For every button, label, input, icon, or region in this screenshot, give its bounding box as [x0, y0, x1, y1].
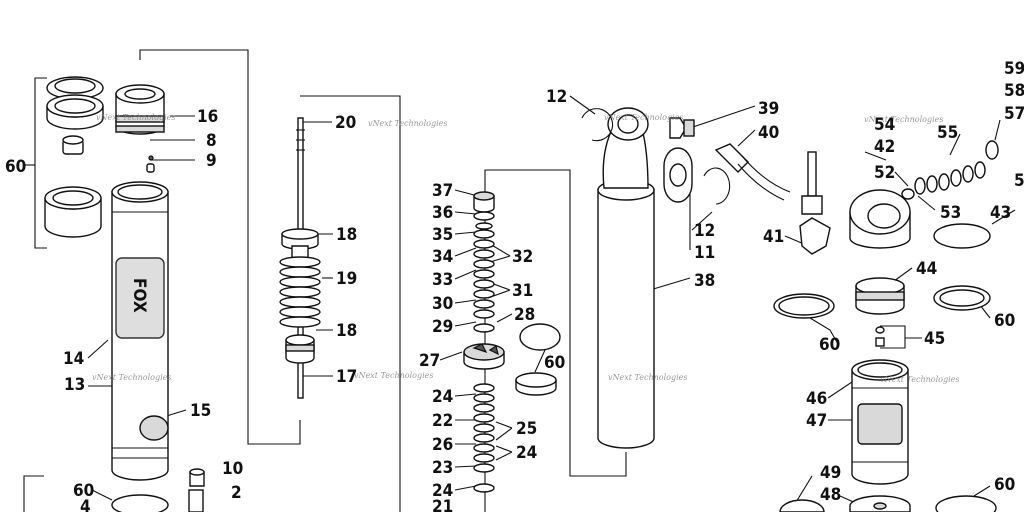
callout-22: 22 — [432, 411, 453, 431]
callout-9: 9 — [206, 151, 217, 171]
svg-text:vNext Technologies: vNext Technologies — [368, 119, 447, 128]
callout-60: 60 — [994, 475, 1015, 495]
callout-18: 18 — [336, 225, 357, 245]
spring — [279, 256, 321, 328]
svg-text:vNext Technologies: vNext Technologies — [864, 115, 943, 124]
callout-29: 29 — [432, 317, 453, 337]
callout-49: 49 — [820, 463, 841, 483]
callout-27: 27 — [419, 351, 440, 371]
callout-54: 54 — [874, 115, 895, 135]
callout-28: 28 — [514, 305, 535, 325]
callout-41: 41 — [763, 227, 784, 247]
callout-31: 31 — [512, 281, 533, 301]
callout-14: 14 — [63, 349, 84, 369]
callout-labels: 60 16 8 9 14 13 15 10 2 60 4 20 18 19 18… — [5, 59, 1024, 512]
callout-11: 11 — [694, 243, 715, 263]
svg-text:vNext Technologies: vNext Technologies — [96, 113, 175, 122]
callout-35: 35 — [432, 225, 453, 245]
callout-5: 5 — [1014, 171, 1024, 191]
callout-25: 25 — [516, 419, 537, 439]
left-assembly: FOX — [44, 76, 205, 512]
callout-20: 20 — [335, 113, 356, 133]
callout-42: 42 — [874, 137, 895, 157]
callout-46: 46 — [806, 389, 827, 409]
callout-60: 60 — [819, 335, 840, 355]
callout-12: 12 — [694, 221, 715, 241]
callout-17: 17 — [336, 367, 357, 387]
callout-53: 53 — [940, 203, 961, 223]
callout-57: 57 — [1004, 104, 1024, 124]
callout-45: 45 — [924, 329, 945, 349]
callout-33: 33 — [432, 270, 453, 290]
callout-24: 24 — [432, 481, 453, 501]
svg-text:vNext Technologies: vNext Technologies — [604, 113, 683, 122]
fox-logo-text: FOX — [129, 278, 149, 313]
svg-text:vNext Technologies: vNext Technologies — [92, 373, 171, 382]
callout-60: 60 — [5, 157, 26, 177]
callout-38: 38 — [694, 271, 715, 291]
callout-18: 18 — [336, 321, 357, 341]
watermarks: vNext Technologies vNext Technologies vN… — [92, 113, 959, 384]
callout-10: 10 — [222, 459, 243, 479]
callout-12: 12 — [546, 87, 567, 107]
callout-34: 34 — [432, 247, 453, 267]
callout-47: 47 — [806, 411, 827, 431]
callout-36: 36 — [432, 203, 453, 223]
callout-30: 30 — [432, 294, 453, 314]
callout-44: 44 — [916, 259, 937, 279]
callout-52: 52 — [874, 163, 895, 183]
valve-stack — [463, 191, 561, 493]
callout-48: 48 — [820, 485, 841, 505]
reservoir-assembly — [773, 140, 999, 512]
callout-39: 39 — [758, 99, 779, 119]
callout-59: 59 — [1004, 59, 1024, 79]
callout-24: 24 — [432, 387, 453, 407]
callout-13: 13 — [64, 375, 85, 395]
callout-32: 32 — [512, 247, 533, 267]
svg-text:vNext Technologies: vNext Technologies — [880, 375, 959, 384]
svg-text:vNext Technologies: vNext Technologies — [608, 373, 687, 382]
callout-60: 60 — [73, 481, 94, 501]
callout-15: 15 — [190, 401, 211, 421]
callout-26: 26 — [432, 435, 453, 455]
callout-55: 55 — [937, 123, 958, 143]
callout-16: 16 — [197, 107, 218, 127]
svg-text:vNext Technologies: vNext Technologies — [354, 371, 433, 380]
callout-24: 24 — [516, 443, 537, 463]
callout-23: 23 — [432, 458, 453, 478]
callout-8: 8 — [206, 131, 217, 151]
shaft-assembly — [279, 117, 321, 399]
callout-43: 43 — [990, 203, 1011, 223]
callout-21: 21 — [432, 497, 453, 512]
callout-4: 4 — [80, 497, 91, 512]
callout-37: 37 — [432, 181, 453, 201]
callout-2: 2 — [231, 483, 242, 503]
spring-washers — [914, 140, 999, 195]
callout-19: 19 — [336, 269, 357, 289]
callout-60: 60 — [544, 353, 565, 373]
callout-60: 60 — [994, 311, 1015, 331]
shock-body — [581, 107, 791, 449]
callout-58: 58 — [1004, 81, 1024, 101]
callout-40: 40 — [758, 123, 779, 143]
